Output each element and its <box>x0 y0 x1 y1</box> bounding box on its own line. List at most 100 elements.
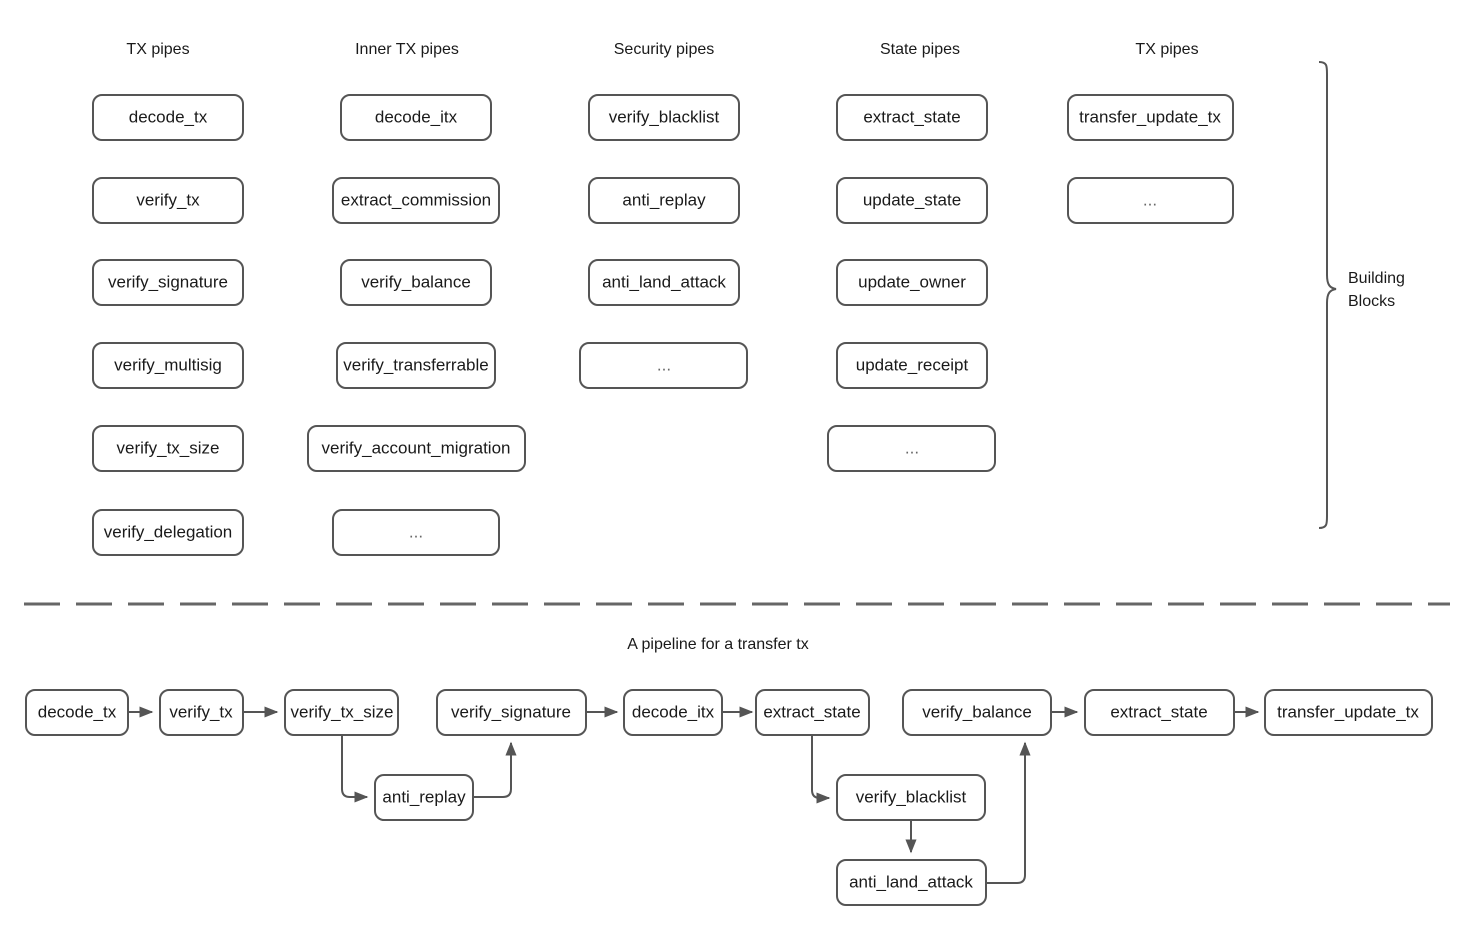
column-header-state-pipes: State pipes <box>880 41 960 58</box>
pipeline-node-decode-itx[interactable]: decode_itx <box>623 689 723 736</box>
block-verify-tx-size-rect[interactable] <box>92 425 244 472</box>
block-extract-state-rect[interactable] <box>836 94 988 141</box>
edge-anti-replay-to-verify-signature <box>473 741 517 798</box>
block-verify-tx-size[interactable]: verify_tx_size <box>92 425 244 472</box>
block-verify-account-migration[interactable]: verify_account_migration <box>307 425 526 472</box>
block-anti-land-attack[interactable]: anti_land_attack <box>588 259 740 306</box>
block-verify-transferrable-label: verify_transferrable <box>343 355 489 374</box>
edge-anti-land-attack-to-verify-balance <box>986 741 1031 884</box>
block-verify-multisig-rect[interactable] <box>92 342 244 389</box>
block-verify-account-migration-label: verify_account_migration <box>322 438 511 457</box>
pipeline-node-verify-signature[interactable]: verify_signature <box>436 689 587 736</box>
block-verify-balance[interactable]: verify_balance <box>340 259 492 306</box>
block-decode-itx-rect[interactable] <box>340 94 492 141</box>
pipeline-node-verify-signature-rect[interactable] <box>436 689 587 736</box>
block-verify-tx[interactable]: verify_tx <box>92 177 244 224</box>
column-header-inner-tx-pipes: Inner TX pipes <box>355 41 459 58</box>
pipeline-node-verify-balance-rect[interactable] <box>902 689 1052 736</box>
block-update-receipt[interactable]: update_receipt <box>836 342 988 389</box>
block-extract-commission-rect[interactable] <box>332 177 500 224</box>
block-transfer-update-tx[interactable]: transfer_update_tx <box>1067 94 1234 141</box>
pipeline-node-verify-tx-rect[interactable] <box>159 689 244 736</box>
block-verify-account-migration-rect[interactable] <box>307 425 526 472</box>
block-verify-transferrable[interactable]: verify_transferrable <box>336 342 496 389</box>
block-state-more-rect[interactable] <box>827 425 996 472</box>
block-verify-tx-rect[interactable] <box>92 177 244 224</box>
pipeline-node-anti-land-attack[interactable]: anti_land_attack <box>836 859 987 906</box>
pipeline-node-verify-tx-size-rect[interactable] <box>284 689 399 736</box>
pipeline-node-verify-blacklist[interactable]: verify_blacklist <box>836 774 986 821</box>
building-blocks-brace-group: Building Blocks <box>1318 61 1405 529</box>
block-tx-pipes-more-label: ... <box>1143 190 1157 209</box>
column-state-pipes: extract_state update_state update_owner … <box>827 94 996 472</box>
block-update-state[interactable]: update_state <box>836 177 988 224</box>
block-verify-delegation-rect[interactable] <box>92 509 244 556</box>
pipeline-node-anti-land-attack-rect[interactable] <box>836 859 987 906</box>
block-verify-balance-rect[interactable] <box>340 259 492 306</box>
block-extract-commission[interactable]: extract_commission <box>332 177 500 224</box>
block-inner-tx-more[interactable]: ... <box>332 509 500 556</box>
block-state-more-label: ... <box>905 438 919 457</box>
column-inner-tx-pipes: decode_itx extract_commission verify_bal… <box>307 94 526 556</box>
block-anti-replay[interactable]: anti_replay <box>588 177 740 224</box>
pipeline-node-decode-tx-rect[interactable] <box>25 689 129 736</box>
block-anti-land-attack-rect[interactable] <box>588 259 740 306</box>
block-decode-itx[interactable]: decode_itx <box>340 94 492 141</box>
pipeline-node-anti-replay-rect[interactable] <box>374 774 474 821</box>
pipeline-node-decode-itx-rect[interactable] <box>623 689 723 736</box>
pipeline-node-extract-state-1-rect[interactable] <box>755 689 870 736</box>
block-verify-blacklist[interactable]: verify_blacklist <box>588 94 740 141</box>
column-tx-pipes: decode_tx verify_tx verify_signature ver… <box>92 94 244 556</box>
pipeline-node-extract-state-1[interactable]: extract_state <box>755 689 870 736</box>
brace-icon <box>1318 61 1337 529</box>
pipeline-node-verify-blacklist-label: verify_blacklist <box>856 787 967 806</box>
block-transfer-update-tx-rect[interactable] <box>1067 94 1234 141</box>
pipeline-node-verify-blacklist-rect[interactable] <box>836 774 986 821</box>
block-state-more[interactable]: ... <box>827 425 996 472</box>
block-verify-delegation[interactable]: verify_delegation <box>92 509 244 556</box>
pipeline-node-extract-state-2[interactable]: extract_state <box>1084 689 1235 736</box>
block-decode-tx[interactable]: decode_tx <box>92 94 244 141</box>
pipeline-node-extract-state-2-rect[interactable] <box>1084 689 1235 736</box>
pipeline-node-anti-replay[interactable]: anti_replay <box>374 774 474 821</box>
block-update-owner[interactable]: update_owner <box>836 259 988 306</box>
pipeline-node-decode-itx-label: decode_itx <box>632 702 715 721</box>
block-update-owner-label: update_owner <box>858 272 966 291</box>
block-verify-multisig[interactable]: verify_multisig <box>92 342 244 389</box>
block-anti-land-attack-label: anti_land_attack <box>602 272 726 291</box>
block-verify-blacklist-label: verify_blacklist <box>609 107 720 126</box>
building-blocks-label-line2: Blocks <box>1348 293 1395 310</box>
block-update-receipt-rect[interactable] <box>836 342 988 389</box>
pipeline-node-decode-tx[interactable]: decode_tx <box>25 689 129 736</box>
block-verify-delegation-label: verify_delegation <box>104 522 233 541</box>
column-header-tx-pipes-2: TX pipes <box>1135 41 1198 58</box>
block-decode-tx-rect[interactable] <box>92 94 244 141</box>
block-verify-blacklist-rect[interactable] <box>588 94 740 141</box>
block-verify-signature-rect[interactable] <box>92 259 244 306</box>
pipeline-node-verify-signature-label: verify_signature <box>451 702 571 721</box>
pipeline-node-verify-tx[interactable]: verify_tx <box>159 689 244 736</box>
block-verify-signature[interactable]: verify_signature <box>92 259 244 306</box>
column-header-security-pipes: Security pipes <box>614 41 715 58</box>
block-tx-pipes-more-rect[interactable] <box>1067 177 1234 224</box>
block-security-more-rect[interactable] <box>579 342 748 389</box>
edge-extract-state-to-verify-blacklist <box>811 735 831 804</box>
pipeline-node-verify-balance[interactable]: verify_balance <box>902 689 1052 736</box>
block-verify-multisig-label: verify_multisig <box>114 355 222 374</box>
pipeline-node-anti-land-attack-label: anti_land_attack <box>849 872 973 891</box>
block-security-more[interactable]: ... <box>579 342 748 389</box>
block-update-owner-rect[interactable] <box>836 259 988 306</box>
block-update-state-rect[interactable] <box>836 177 988 224</box>
block-anti-replay-label: anti_replay <box>622 190 706 209</box>
pipeline-node-transfer-update-tx-rect[interactable] <box>1264 689 1433 736</box>
pipeline-node-verify-tx-size[interactable]: verify_tx_size <box>284 689 399 736</box>
block-extract-state[interactable]: extract_state <box>836 94 988 141</box>
block-anti-replay-rect[interactable] <box>588 177 740 224</box>
block-extract-state-label: extract_state <box>863 107 960 126</box>
pipeline-node-transfer-update-tx[interactable]: transfer_update_tx <box>1264 689 1433 736</box>
block-tx-pipes-more[interactable]: ... <box>1067 177 1234 224</box>
block-inner-tx-more-rect[interactable] <box>332 509 500 556</box>
column-headers: TX pipes Inner TX pipes Security pipes S… <box>126 41 1198 58</box>
block-verify-transferrable-rect[interactable] <box>336 342 496 389</box>
